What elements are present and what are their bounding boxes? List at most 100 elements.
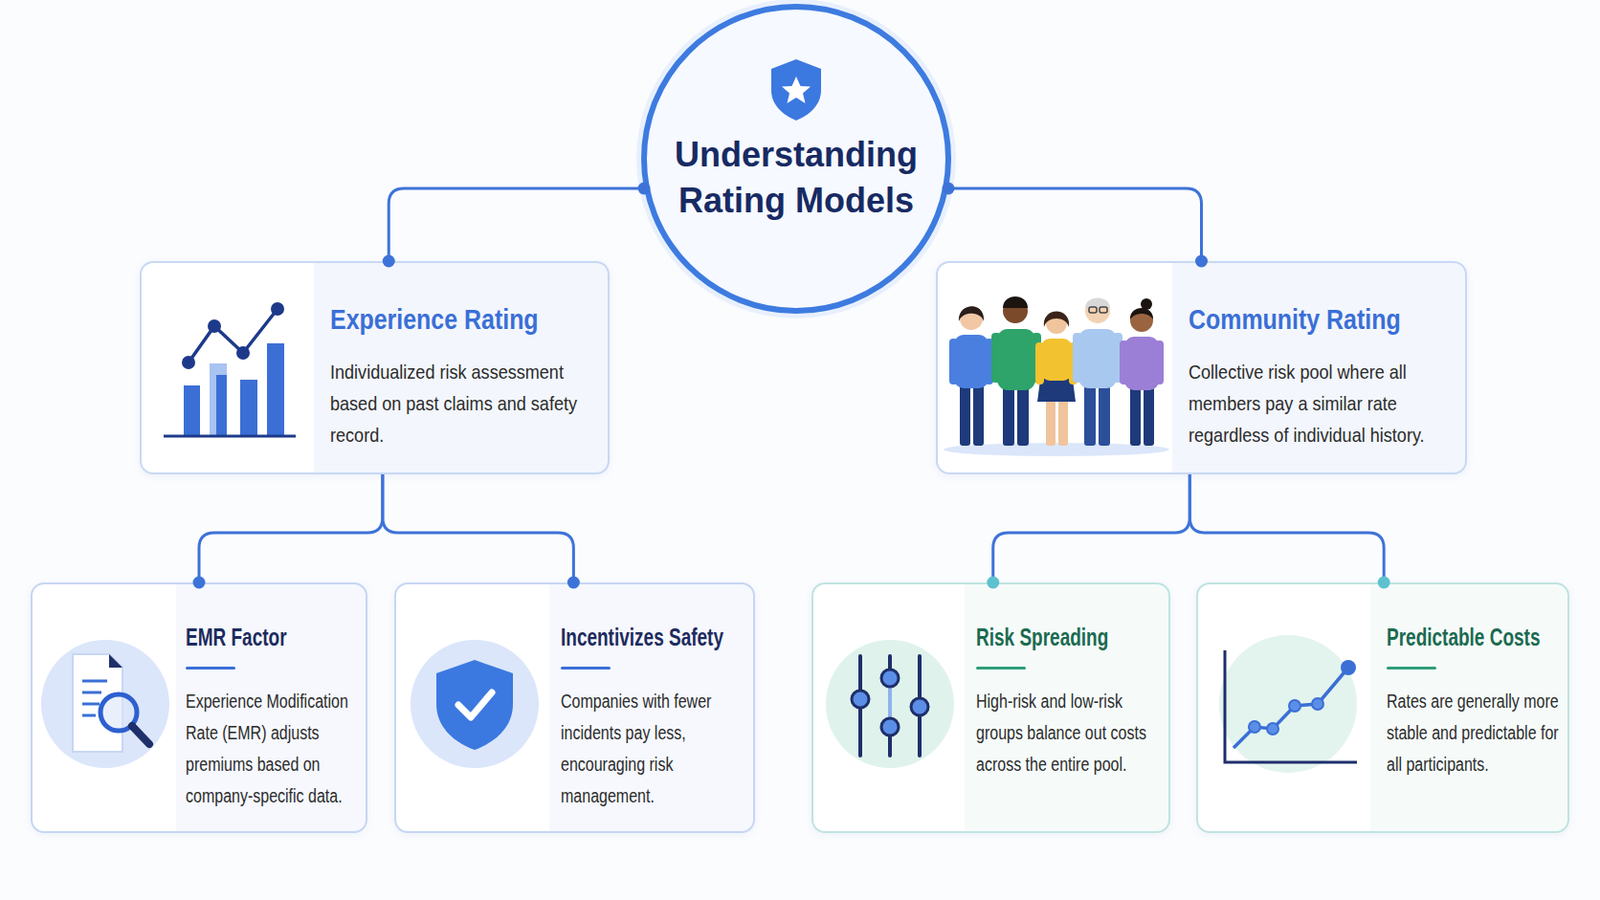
hair [958,306,984,322]
leg [1045,386,1056,446]
chart-axes [1224,650,1357,763]
person-figure [1119,298,1164,446]
person-figure [991,296,1042,446]
leg [1002,384,1015,446]
document-fold [109,654,123,668]
bar [183,385,200,436]
bar [266,343,285,436]
icon-backdrop [1219,635,1357,774]
connector-dot [193,577,206,590]
document-shape [72,654,123,753]
icon-backdrop [41,640,170,769]
connector-line [948,188,1201,262]
sliders-icon [825,640,955,769]
leg [1098,382,1111,446]
hair-bun [1140,298,1153,311]
check-mark [458,692,492,718]
person-figure [949,306,994,446]
glasses [1099,307,1108,313]
axis-line [163,435,296,439]
torso [1078,329,1117,389]
line-chart-icon [1219,635,1357,774]
heading-underline [560,666,611,670]
slider-knob [881,718,899,736]
text-line [82,703,100,707]
person-figure [1072,298,1123,447]
category-box: Experience RatingIndividualized risk ass… [139,261,610,475]
category-description: Individualized risk assessment based on … [330,355,600,451]
head [1045,312,1067,334]
feature-description: Experience Modification Rate (EMR) adjus… [185,686,360,813]
connector-dot [986,577,1000,590]
connector-line [382,474,575,583]
category-heading: Community Rating [1188,303,1458,336]
feature-heading: Risk Spreading [976,622,1163,652]
bar [216,375,227,436]
head [959,307,983,331]
leg [1084,382,1096,446]
title-circle: Understanding Rating Models [641,3,952,314]
arm [1068,342,1078,385]
shield-check-icon [410,640,539,769]
bar [240,379,258,436]
hair [1085,298,1111,310]
arm [1119,340,1129,385]
arm [949,338,958,385]
trend-dot [236,346,250,360]
trend-dot [1340,660,1356,676]
head [1002,298,1028,324]
feature-heading: Incentivizes Safety [560,622,748,652]
trend-dot [1266,723,1279,735]
feature-box: Predictable CostsRates are generally mor… [1196,582,1570,834]
connector-dot [942,182,956,196]
torso [1041,338,1072,381]
leg [973,382,984,446]
trend-dot [207,319,222,334]
slider-knob [881,669,899,688]
trend-line [1233,667,1349,749]
torso [1124,336,1159,391]
category-description: Collective risk pool where all members p… [1188,355,1458,451]
head [1085,298,1111,324]
ground-shadow [943,443,1170,457]
connector-line [199,474,383,583]
trend-dot [270,302,285,316]
connector-dot [1377,577,1391,590]
people-group-icon [943,296,1170,457]
shield-shape [436,660,513,751]
torso [954,334,989,389]
feature-heading: Predictable Costs [1386,622,1564,652]
connector-line [1189,474,1384,583]
arm [984,338,994,385]
heading-underline [1386,666,1437,670]
category-heading: Experience Rating [330,303,600,336]
title-text: Understanding Rating Models [652,132,940,224]
text-line [82,680,108,684]
text-line [82,714,96,718]
feature-description: Rates are generally more stable and pred… [1386,686,1564,781]
heading-underline [185,666,236,670]
leg [1143,384,1155,446]
shield-shape [771,59,822,121]
connector-dot [1195,255,1208,268]
star-shape [781,76,811,104]
slider-track [917,656,922,756]
text-line [82,691,102,695]
arm [1031,333,1042,383]
magnifier-lens [100,694,137,732]
shield-star-icon [771,59,822,121]
feature-description: Companies with fewer incidents pay less,… [560,686,748,813]
slider-track [888,656,892,756]
trend-dot [1248,721,1261,734]
arm [1112,333,1123,383]
skirt [1037,373,1076,402]
glasses [1088,307,1097,313]
arm [991,333,1001,383]
connector-line [993,474,1191,583]
feature-box: Risk SpreadingHigh-risk and low-risk gro… [811,582,1171,834]
feature-box: Incentivizes SafetyCompanies with fewer … [394,582,756,834]
icon-backdrop [410,640,539,769]
